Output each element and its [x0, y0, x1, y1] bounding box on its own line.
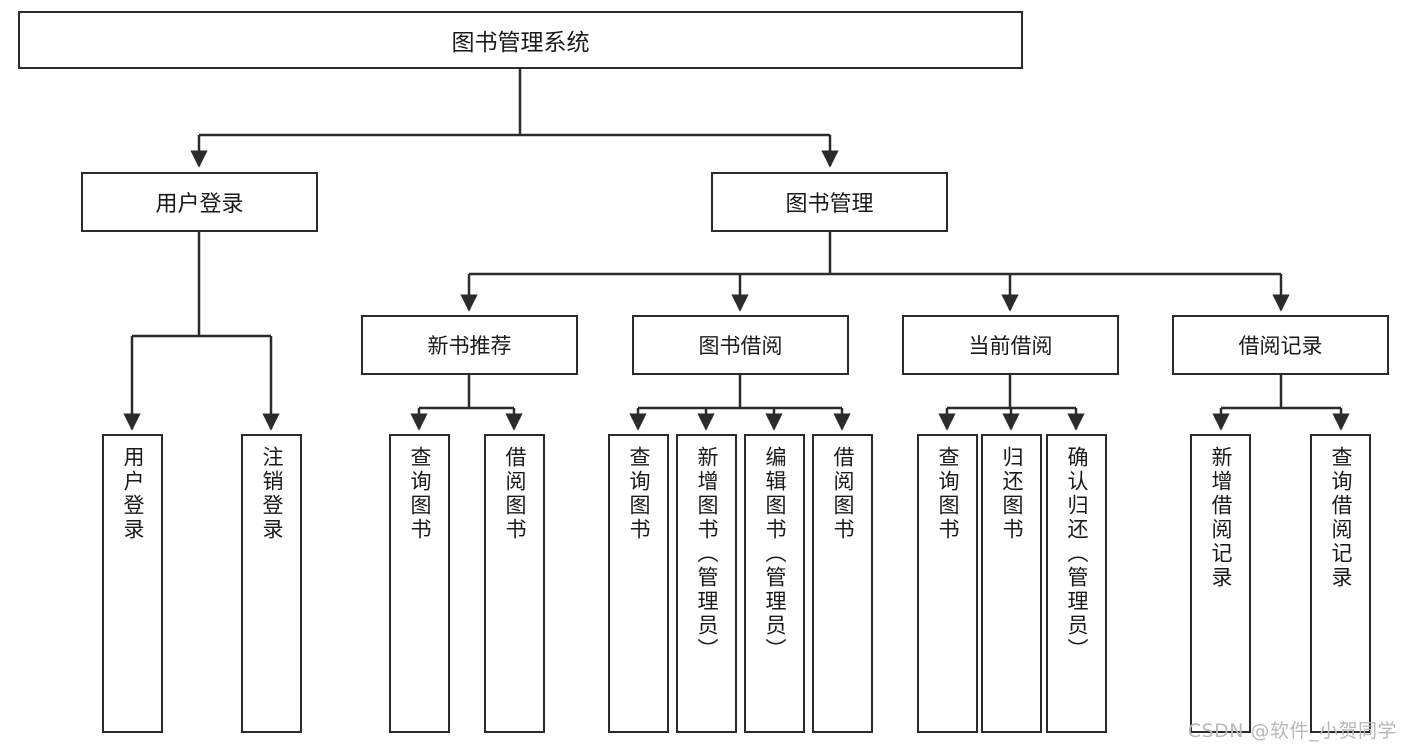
node-label: 查询图书 [936, 446, 960, 542]
leaf-recommend-borrow-book[interactable]: 借阅图书 [484, 434, 545, 733]
node-label: 借阅图书 [831, 446, 855, 542]
node-label: 图书管理 [785, 192, 874, 217]
node-label: 归还图书 [1000, 446, 1024, 542]
leaf-current-query-book[interactable]: 查询图书 [917, 434, 978, 733]
leaf-user-login-signin[interactable]: 用户登录 [102, 434, 163, 733]
node-label: 图书管理系统 [451, 30, 590, 56]
leaf-borrow-query-book[interactable]: 查询图书 [608, 434, 669, 733]
leaf-borrow-edit-book-admin[interactable]: 编辑图书（管理员） [744, 434, 805, 733]
node-root-book-management-system[interactable]: 图书管理系统 [18, 11, 1023, 69]
node-label: 借阅图书 [503, 446, 527, 542]
node-label: 查询借阅记录 [1329, 446, 1353, 590]
leaf-current-confirm-return-admin[interactable]: 确认归还（管理员） [1046, 434, 1107, 733]
node-borrow-record[interactable]: 借阅记录 [1172, 315, 1389, 375]
leaf-user-login-signout[interactable]: 注销登录 [241, 434, 302, 733]
node-book-borrow[interactable]: 图书借阅 [632, 315, 849, 375]
node-label: 图书借阅 [698, 334, 783, 358]
leaf-borrow-borrow-book[interactable]: 借阅图书 [812, 434, 873, 733]
node-label: 当前借阅 [968, 334, 1053, 358]
node-user-login[interactable]: 用户登录 [81, 172, 318, 232]
node-label: 用户登录 [155, 192, 244, 217]
watermark-text: CSDN @软件_小贺同学 [1187, 720, 1397, 742]
node-label: 确认归还（管理员） [1065, 446, 1089, 662]
leaf-current-return-book[interactable]: 归还图书 [981, 434, 1042, 733]
node-label: 查询图书 [408, 446, 432, 542]
leaf-record-query-borrow-record[interactable]: 查询借阅记录 [1310, 434, 1371, 733]
node-label: 新增图书（管理员） [695, 446, 719, 662]
leaf-recommend-query-book[interactable]: 查询图书 [389, 434, 450, 733]
node-label: 借阅记录 [1238, 334, 1323, 358]
node-new-book-recommend[interactable]: 新书推荐 [361, 315, 578, 375]
node-label: 新书推荐 [427, 334, 512, 358]
node-label: 用户登录 [121, 446, 145, 542]
node-label: 注销登录 [260, 446, 284, 542]
node-label: 查询图书 [627, 446, 651, 542]
node-label: 编辑图书（管理员） [763, 446, 787, 662]
node-current-borrow[interactable]: 当前借阅 [902, 315, 1119, 375]
node-label: 新增借阅记录 [1209, 446, 1233, 590]
leaf-borrow-add-book-admin[interactable]: 新增图书（管理员） [676, 434, 737, 733]
leaf-record-add-borrow-record[interactable]: 新增借阅记录 [1190, 434, 1251, 733]
node-book-management[interactable]: 图书管理 [711, 172, 948, 232]
